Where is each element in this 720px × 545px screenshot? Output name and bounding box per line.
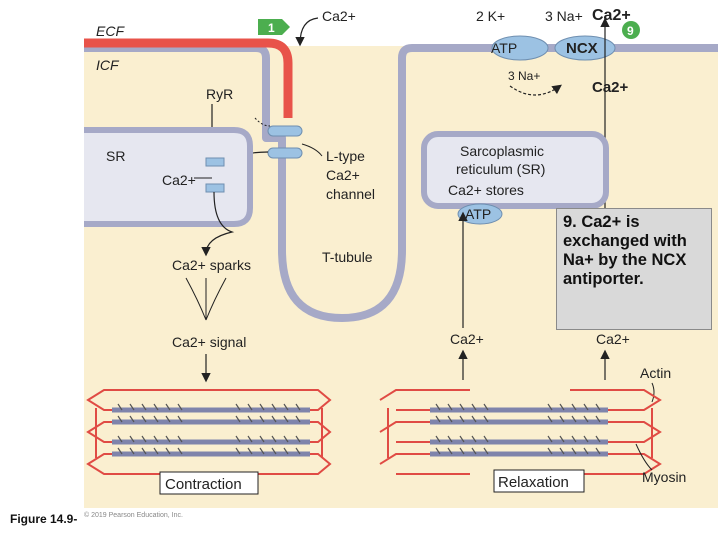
ca-ncx-label: Ca2+ bbox=[592, 7, 631, 24]
sr-stores bbox=[421, 131, 609, 209]
sr-stores-label-3: Ca2+ stores bbox=[448, 182, 524, 198]
ca-in-right-label: Ca2+ bbox=[592, 79, 629, 96]
relaxation-label: Relaxation bbox=[498, 474, 569, 491]
sr-atpase bbox=[457, 203, 503, 225]
ca-sparks-label: Ca2+ sparks bbox=[172, 257, 251, 273]
actin-pointer bbox=[651, 382, 655, 403]
sarcomere-relaxation bbox=[379, 389, 662, 475]
ncx-transporter bbox=[554, 35, 616, 61]
sr-label: SR bbox=[106, 148, 125, 164]
myosin-pointer bbox=[635, 443, 653, 471]
callout-ncx-step-9: 9. Ca2+ is exchanged with Na+ by the NCX… bbox=[556, 208, 712, 330]
k-label: 2 K+ bbox=[476, 8, 505, 24]
step-1-badge: 1 bbox=[258, 19, 290, 35]
icf-label: ICF bbox=[96, 57, 120, 73]
ecf-label: ECF bbox=[96, 23, 125, 39]
ca-signal-label: Ca2+ signal bbox=[172, 334, 246, 350]
atp-pump-label: ATP bbox=[491, 40, 517, 56]
ryr-channel-bottom bbox=[205, 183, 225, 193]
contraction-box bbox=[159, 471, 259, 495]
ncx-label: NCX bbox=[566, 40, 598, 57]
relaxation-box bbox=[493, 469, 585, 493]
svg-text:9: 9 bbox=[627, 24, 634, 38]
ca-entry-arrow bbox=[295, 17, 319, 47]
l-type-label-2: Ca2+ bbox=[326, 167, 360, 183]
ca-out-sr-label: Ca2+ bbox=[450, 331, 484, 347]
ca-entry-label: Ca2+ bbox=[322, 8, 356, 24]
ryr-channel-top bbox=[205, 157, 225, 167]
contraction-label: Contraction bbox=[165, 476, 242, 493]
na-flux-arrow bbox=[509, 84, 562, 96]
t-tubule-label: T-tubule bbox=[322, 249, 373, 265]
l-type-channel-bottom bbox=[267, 147, 303, 159]
l-type-label-1: L-type bbox=[326, 148, 365, 164]
sparks-arrow bbox=[201, 191, 235, 257]
na3-out-label: 3 Na+ bbox=[545, 8, 583, 24]
l-type-channel-top bbox=[267, 125, 303, 137]
copyright-notice: © 2019 Pearson Education, Inc. bbox=[84, 512, 183, 519]
sarcomere-contraction bbox=[86, 389, 332, 475]
spark-lines bbox=[185, 277, 227, 321]
sr-stores-label-2: reticulum (SR) bbox=[456, 161, 545, 177]
na-k-pump bbox=[491, 35, 549, 61]
sr-left bbox=[84, 127, 253, 227]
ltype-red-pathway bbox=[84, 38, 293, 118]
figure-caption: Figure 14.9- bbox=[10, 512, 78, 526]
l-type-label-3: channel bbox=[326, 186, 375, 202]
ca-sr-label: Ca2+ bbox=[162, 172, 196, 188]
svg-text:1: 1 bbox=[268, 21, 275, 35]
ryr-coupling bbox=[254, 117, 271, 127]
actin-label: Actin bbox=[640, 365, 671, 381]
na3-in-label: 3 Na+ bbox=[508, 69, 540, 83]
ca-out-ncx-label: Ca2+ bbox=[596, 331, 630, 347]
sr-stores-label-1: Sarcoplasmic bbox=[460, 143, 544, 159]
l-type-pointer bbox=[301, 143, 323, 157]
ryr-label: RyR bbox=[206, 86, 233, 102]
atp-sr-label: ATP bbox=[465, 206, 491, 222]
sarcolemma bbox=[84, 44, 718, 322]
myosin-label: Myosin bbox=[642, 469, 686, 485]
step-9-badge: 9 bbox=[622, 21, 640, 39]
